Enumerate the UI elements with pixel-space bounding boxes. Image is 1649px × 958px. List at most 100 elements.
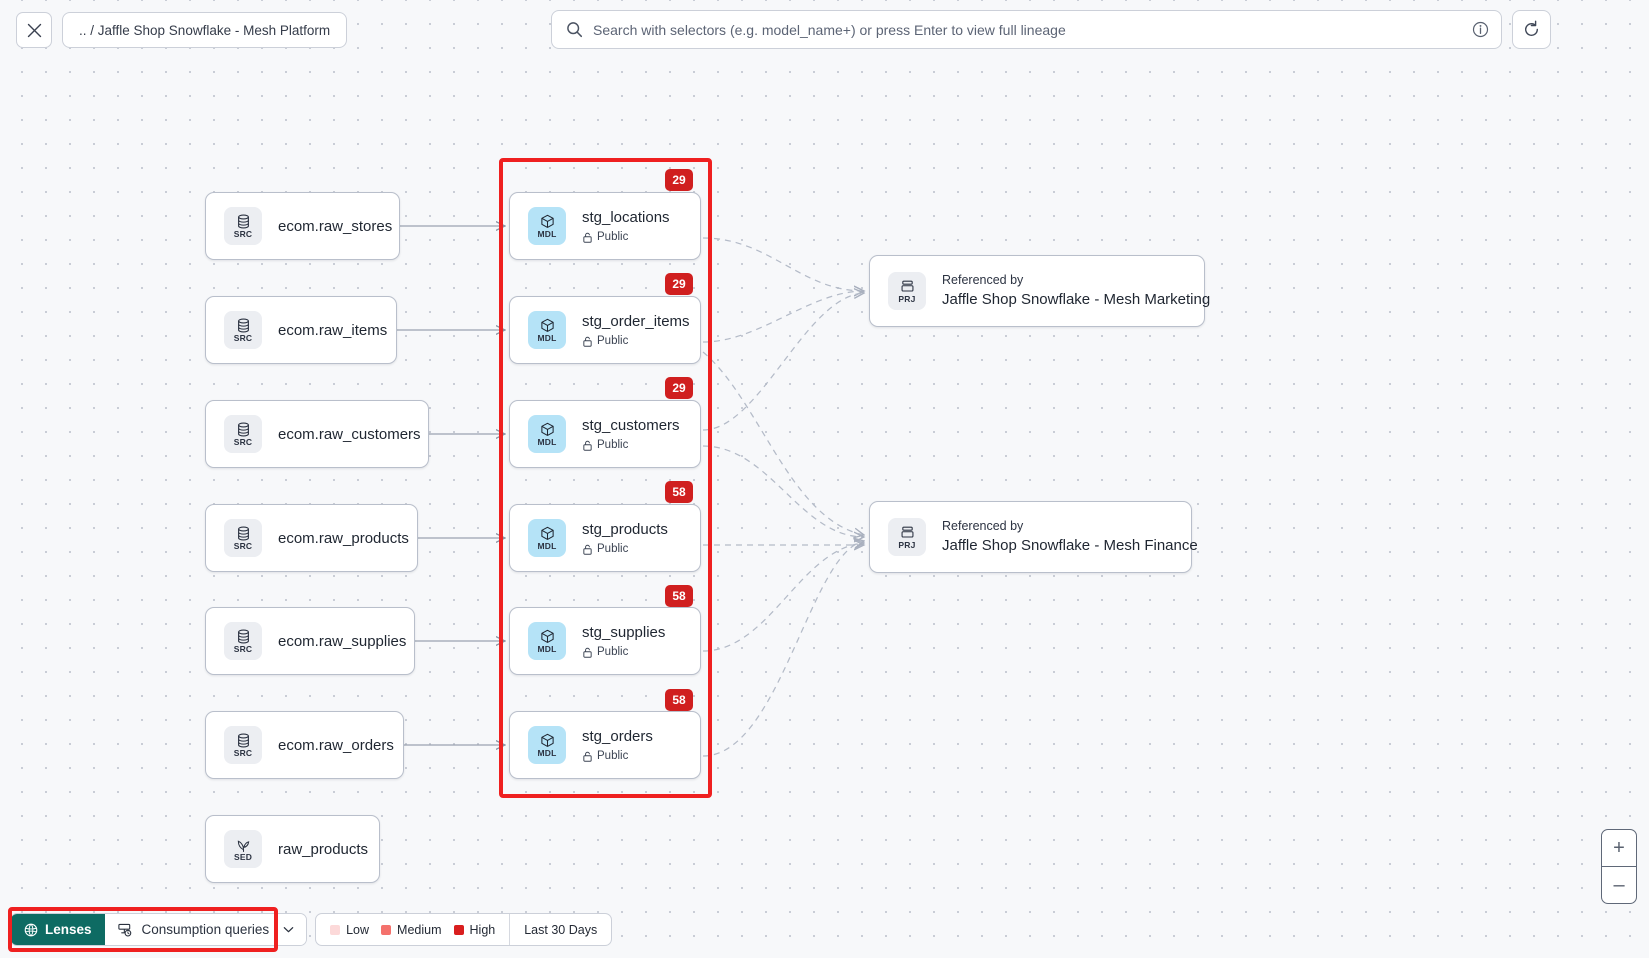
model-node[interactable]: MDL stg_locations Public <box>509 192 701 260</box>
lens-icon <box>24 923 38 936</box>
legend-swatch-high <box>453 924 464 935</box>
info-icon[interactable] <box>1472 21 1489 38</box>
source-node[interactable]: SRC ecom.raw_products <box>205 504 418 572</box>
source-node[interactable]: SRC ecom.raw_supplies <box>205 607 415 675</box>
model-node[interactable]: MDL stg_products Public <box>509 504 701 572</box>
legend-label-low: Low <box>346 922 370 937</box>
lock-icon <box>583 232 592 243</box>
model-badge[interactable]: 29 <box>665 169 693 191</box>
prj-chip-label: PRJ <box>898 293 916 304</box>
seed-node[interactable]: SED raw_products <box>205 815 380 883</box>
model-badge[interactable]: 29 <box>665 273 693 295</box>
legend-item-high: High <box>453 922 496 937</box>
src-chip-label: SRC <box>233 747 253 758</box>
database-icon <box>237 421 249 437</box>
mdl-chip-label: MDL <box>537 436 557 447</box>
database-icon <box>237 732 249 748</box>
source-node[interactable]: SRC ecom.raw_items <box>205 296 397 364</box>
prj-chip: PRJ <box>888 518 926 556</box>
project-icon <box>901 526 913 538</box>
breadcrumb-label: .. / Jaffle Shop Snowflake - Mesh Platfo… <box>79 22 331 38</box>
lenses-button[interactable]: Lenses <box>11 914 105 945</box>
node-title: stg_order_items <box>582 312 690 330</box>
src-chip-label: SRC <box>233 228 253 239</box>
sed-chip-label: SED <box>233 851 253 862</box>
lens-selected-label: Consumption queries <box>141 922 270 937</box>
cube-icon <box>540 526 554 540</box>
mdl-chip-label: MDL <box>537 332 557 343</box>
src-chip: SRC <box>224 207 262 245</box>
lens-select[interactable]: Consumption queries <box>104 914 307 945</box>
node-access: Public <box>582 438 680 453</box>
lens-group: Lenses Consumption queries <box>10 913 308 946</box>
model-node[interactable]: MDL stg_supplies Public <box>509 607 701 675</box>
mdl-chip: MDL <box>528 415 566 453</box>
source-node[interactable]: SRC ecom.raw_stores <box>205 192 400 260</box>
legend-item-medium: Medium <box>381 923 442 937</box>
breadcrumb[interactable]: .. / Jaffle Shop Snowflake - Mesh Platfo… <box>62 12 348 48</box>
node-title: ecom.raw_supplies <box>278 632 407 650</box>
cube-icon <box>540 214 554 228</box>
node-access-label: Public <box>597 230 629 243</box>
src-chip-label: SRC <box>233 540 253 551</box>
project-name: Jaffle Shop Snowflake - Mesh Marketing <box>942 291 1211 308</box>
project-node[interactable]: PRJ Referenced by Jaffle Shop Snowflake … <box>869 255 1210 327</box>
node-access: Public <box>582 542 668 557</box>
refresh-button[interactable] <box>1512 10 1551 49</box>
consumption-queries-icon <box>117 923 131 936</box>
node-access: Public <box>582 749 653 764</box>
mdl-chip: MDL <box>528 311 566 349</box>
node-title: stg_locations <box>582 208 670 226</box>
mdl-chip: MDL <box>528 207 566 245</box>
close-button[interactable] <box>16 12 52 48</box>
lock-icon <box>583 544 592 555</box>
model-node[interactable]: MDL stg_order_items Public <box>509 296 701 364</box>
legend-group: Low Medium High Last 30 Days <box>315 913 613 946</box>
cube-icon <box>540 629 554 643</box>
legend-label-high: High <box>469 922 496 937</box>
project-icon <box>901 280 913 292</box>
model-badge[interactable]: 29 <box>665 377 693 399</box>
project-node[interactable]: PRJ Referenced by Jaffle Shop Snowflake … <box>869 501 1198 573</box>
seed-icon <box>237 839 249 852</box>
mdl-chip: MDL <box>528 519 566 557</box>
node-title: ecom.raw_customers <box>278 425 421 443</box>
src-chip: SRC <box>224 415 262 453</box>
source-node[interactable]: SRC ecom.raw_customers <box>205 400 429 468</box>
project-name: Jaffle Shop Snowflake - Mesh Finance <box>942 537 1198 554</box>
database-icon <box>237 213 249 229</box>
time-range-selector[interactable]: Last 30 Days <box>509 914 611 945</box>
mdl-chip-label: MDL <box>537 747 557 758</box>
zoom-in-button[interactable]: + <box>1613 836 1625 859</box>
model-node[interactable]: MDL stg_orders Public <box>509 711 701 779</box>
cube-icon <box>540 733 554 747</box>
model-badge[interactable]: 58 <box>665 585 693 607</box>
model-badge[interactable]: 58 <box>665 689 693 711</box>
close-icon <box>27 23 41 37</box>
search-bar[interactable] <box>551 10 1502 49</box>
node-title: stg_products <box>582 520 668 538</box>
node-title: stg_customers <box>582 416 680 434</box>
node-title: ecom.raw_items <box>278 321 388 339</box>
node-title: stg_orders <box>582 727 653 745</box>
legend-item-low: Low <box>330 923 369 937</box>
source-node[interactable]: SRC ecom.raw_orders <box>205 711 404 779</box>
node-title: stg_supplies <box>582 623 666 641</box>
zoom-divider <box>1602 866 1636 867</box>
model-badge[interactable]: 58 <box>665 481 693 503</box>
cube-icon <box>540 422 554 436</box>
lock-icon <box>583 336 592 347</box>
zoom-out-button[interactable]: – <box>1613 873 1625 896</box>
node-access-label: Public <box>597 749 629 762</box>
lock-icon <box>583 751 592 762</box>
src-chip-label: SRC <box>233 436 253 447</box>
node-access-label: Public <box>597 334 629 347</box>
lock-icon <box>583 440 592 451</box>
search-input[interactable] <box>593 21 1472 38</box>
model-node[interactable]: MDL stg_customers Public <box>509 400 701 468</box>
time-range-label: Last 30 Days <box>524 922 598 937</box>
src-chip-label: SRC <box>233 643 253 654</box>
node-access-label: Public <box>597 438 629 451</box>
